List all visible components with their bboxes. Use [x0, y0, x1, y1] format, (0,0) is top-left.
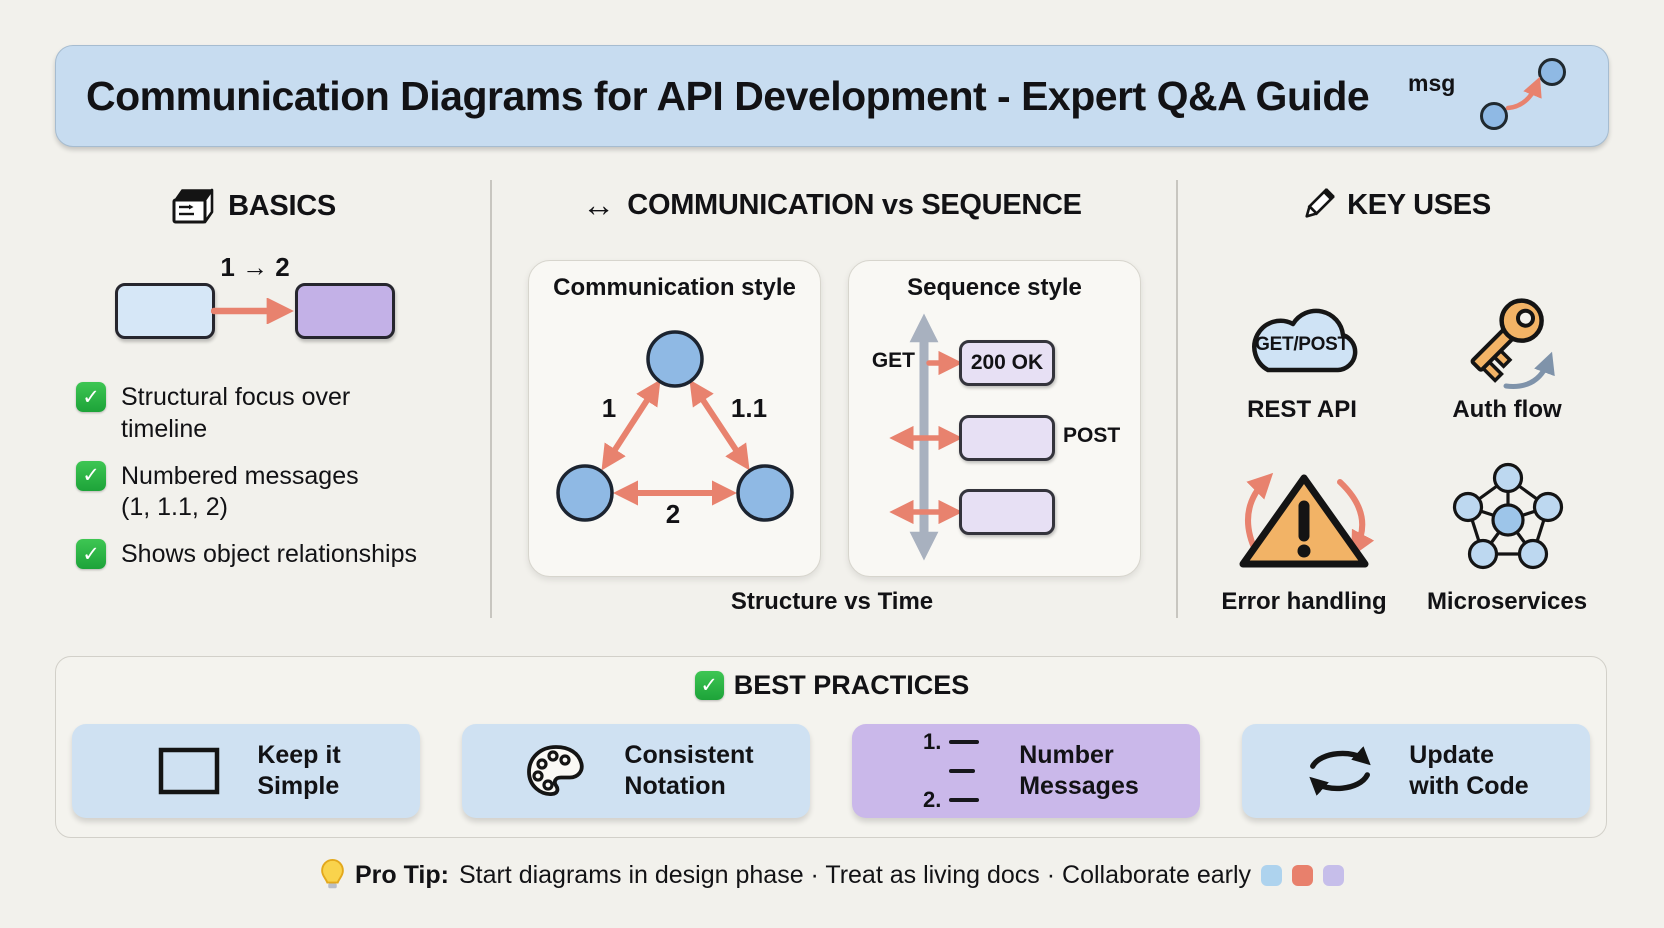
- pro-tip-label: Pro Tip:: [354, 860, 449, 889]
- rectangle-icon: [151, 746, 227, 796]
- post-request-label: POST: [1063, 424, 1121, 447]
- communication-triangle-diagram: [556, 330, 794, 522]
- pro-tip: Pro Tip: Start diagrams in design phase …: [0, 858, 1664, 892]
- practice-card-label: Update with Code: [1409, 741, 1529, 800]
- sequence-box: [959, 489, 1055, 535]
- basics-heading: BASICS: [100, 186, 406, 226]
- pro-tip-text: Start diagrams in design phase · Treat a…: [458, 860, 1252, 889]
- palette-icon: [518, 742, 594, 800]
- color-chip-blue: [1261, 864, 1283, 886]
- checklist-item-text: Numbered messages (1, 1.1, 2): [121, 461, 359, 522]
- microservices-network-icon: [1452, 462, 1564, 570]
- message-label-1-1: 1.1: [730, 393, 768, 423]
- key-use-label-auth-flow: Auth flow: [1452, 396, 1562, 423]
- key-uses-heading: KEY USES: [1210, 186, 1580, 224]
- color-chip-salmon: [1292, 864, 1314, 886]
- header-banner: Communication Diagrams for API Developme…: [55, 45, 1609, 147]
- practice-card-number-messages: 1. 1. 2. Number Messages: [852, 724, 1200, 818]
- comparison-heading: ↔ COMMUNICATION vs SEQUENCE: [510, 186, 1154, 224]
- key-use-label-microservices: Microservices: [1426, 588, 1588, 615]
- key-uses-heading-label: KEY USES: [1347, 188, 1491, 221]
- cloud-badge-label: GET/POST: [1255, 334, 1349, 355]
- flow-arrow-icon: [211, 298, 294, 324]
- checklist-item-text: Shows object relationships: [121, 540, 417, 568]
- key-icon: [1470, 298, 1555, 389]
- basics-checklist: ✓ Structural focus over timeline ✓ Numbe…: [76, 382, 456, 586]
- sequence-style-panel: Sequence style GET 200 OK POST: [848, 260, 1141, 577]
- comparison-heading-label: COMMUNICATION vs SEQUENCE: [627, 188, 1082, 221]
- sequence-timeline-diagram: [889, 313, 963, 561]
- practice-card-label: Consistent Notation: [624, 741, 754, 800]
- check-icon: ✓: [76, 382, 106, 412]
- receiver-node-icon: [1538, 58, 1566, 86]
- comparison-caption: Structure vs Time: [730, 588, 934, 615]
- response-box: 200 OK: [959, 340, 1055, 386]
- message-arrow-icon: [1505, 76, 1542, 111]
- checklist-item: ✓ Numbered messages (1, 1.1, 2): [76, 460, 456, 525]
- best-practices-heading-label: BEST PRACTICES: [733, 670, 970, 700]
- numbered-list-icon: 1. 1. 2.: [913, 729, 989, 813]
- card-file-box-icon: [172, 188, 214, 224]
- column-divider: [490, 180, 492, 618]
- practice-card-consistent-notation: Consistent Notation: [462, 724, 810, 818]
- get-request-label: GET: [871, 349, 915, 372]
- communication-style-panel: Communication style 1 1.1 2: [528, 260, 821, 577]
- key-use-label-rest-api: REST API: [1247, 396, 1357, 423]
- page-title: Communication Diagrams for API Developme…: [86, 72, 1370, 119]
- sync-arrows-icon: [1303, 741, 1379, 801]
- sequence-box: [959, 415, 1055, 461]
- error-retry-icon: [1239, 472, 1375, 568]
- key-use-label-error-handling: Error handling: [1221, 588, 1387, 615]
- checklist-item: ✓ Structural focus over timeline: [76, 382, 456, 446]
- check-icon: ✓: [76, 460, 106, 491]
- object-box-blue: [115, 283, 215, 339]
- sequence-panel-title: Sequence style: [907, 274, 1082, 301]
- message-label-2: 2: [665, 499, 681, 529]
- sender-node-icon: [1480, 102, 1508, 130]
- message-flow-illustration: msg: [1408, 52, 1586, 140]
- practice-card-keep-it-simple: Keep it Simple: [72, 724, 420, 818]
- checklist-item: ✓ Shows object relationships: [76, 539, 456, 571]
- column-divider: [1176, 180, 1178, 618]
- cloud-icon: [1252, 308, 1358, 373]
- double-arrow-icon: ↔: [582, 186, 616, 223]
- pencil-icon: [1305, 188, 1335, 218]
- check-icon: ✓: [694, 671, 724, 700]
- practice-card-label: Keep it Simple: [257, 741, 341, 800]
- object-box-purple: [295, 283, 395, 339]
- color-chip-purple: [1323, 864, 1345, 886]
- lightbulb-icon: [321, 858, 344, 889]
- message-order-label: 1 → 2: [220, 252, 290, 282]
- communication-panel-title: Communication style: [553, 274, 796, 301]
- best-practices-heading: ✓ BEST PRACTICES: [0, 670, 1664, 701]
- msg-label: msg: [1408, 70, 1456, 96]
- message-label-1: 1: [601, 393, 617, 423]
- practice-card-label: Number Messages: [1019, 741, 1139, 800]
- checklist-item-text: Structural focus over timeline: [121, 383, 351, 443]
- practice-card-update-with-code: Update with Code: [1242, 724, 1590, 818]
- check-icon: ✓: [76, 539, 106, 569]
- basics-heading-label: BASICS: [228, 189, 336, 222]
